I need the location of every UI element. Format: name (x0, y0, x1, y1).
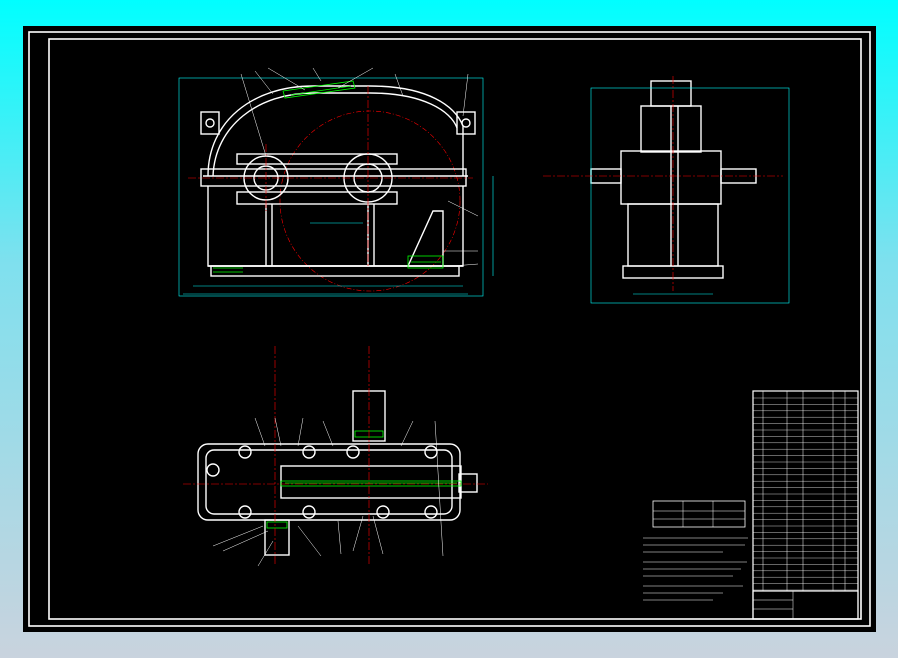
side-dim-envelope (590, 87, 790, 304)
input-shaft (264, 519, 290, 556)
top-housing-inner (205, 449, 453, 515)
right-lug (456, 111, 476, 135)
housing-cover (207, 85, 464, 177)
gear-pitch-circle (279, 110, 461, 292)
top-view (197, 390, 478, 556)
housing-base (207, 186, 464, 267)
oil-gauge (407, 210, 444, 267)
top-bolt-1 (206, 463, 220, 477)
sheet-outer-frame (28, 31, 871, 627)
top-bolt-6 (238, 505, 252, 519)
left-lug-hole (205, 118, 215, 128)
title-block (752, 590, 859, 620)
left-lug (200, 111, 220, 135)
top-bolt-5 (424, 445, 438, 459)
assembly-drawing (28, 31, 871, 627)
requirements-text-lines (643, 537, 748, 601)
cad-viewport[interactable] (23, 26, 876, 632)
top-bolt-2 (238, 445, 252, 459)
boss-bottom (236, 191, 398, 205)
top-housing-outline (197, 443, 461, 521)
vent-cap (650, 80, 692, 107)
front-view-hatch (213, 80, 444, 273)
shaft-end-right (458, 473, 478, 493)
top-bolt-9 (424, 505, 438, 519)
front-view-dimensions (178, 77, 494, 297)
boss-top (236, 153, 398, 165)
dim-envelope (178, 77, 484, 297)
top-bolt-3 (302, 445, 316, 459)
top-view-hatch (266, 430, 462, 529)
top-view-leaders (212, 417, 444, 567)
parts-list (752, 390, 859, 620)
top-bolt-7 (302, 505, 316, 519)
front-view-leaders (240, 67, 479, 267)
housing-flange (200, 168, 467, 187)
top-bolt-4 (346, 445, 360, 459)
sheet-inner-frame (48, 38, 862, 620)
parts-list-frame (752, 390, 859, 620)
base-foot (210, 265, 460, 277)
gear-param-table (652, 500, 746, 528)
right-lug-hole (461, 118, 471, 128)
housing-cover-inner (212, 92, 458, 177)
inspection-cover (282, 80, 356, 99)
top-view-centerlines (183, 346, 488, 566)
side-view-centerlines (543, 76, 783, 291)
gear-band (280, 465, 462, 499)
side-view (590, 80, 757, 279)
front-view (200, 85, 476, 292)
top-bolt-8 (376, 505, 390, 519)
side-view-dimensions (590, 87, 790, 304)
technical-requirements (643, 500, 748, 601)
